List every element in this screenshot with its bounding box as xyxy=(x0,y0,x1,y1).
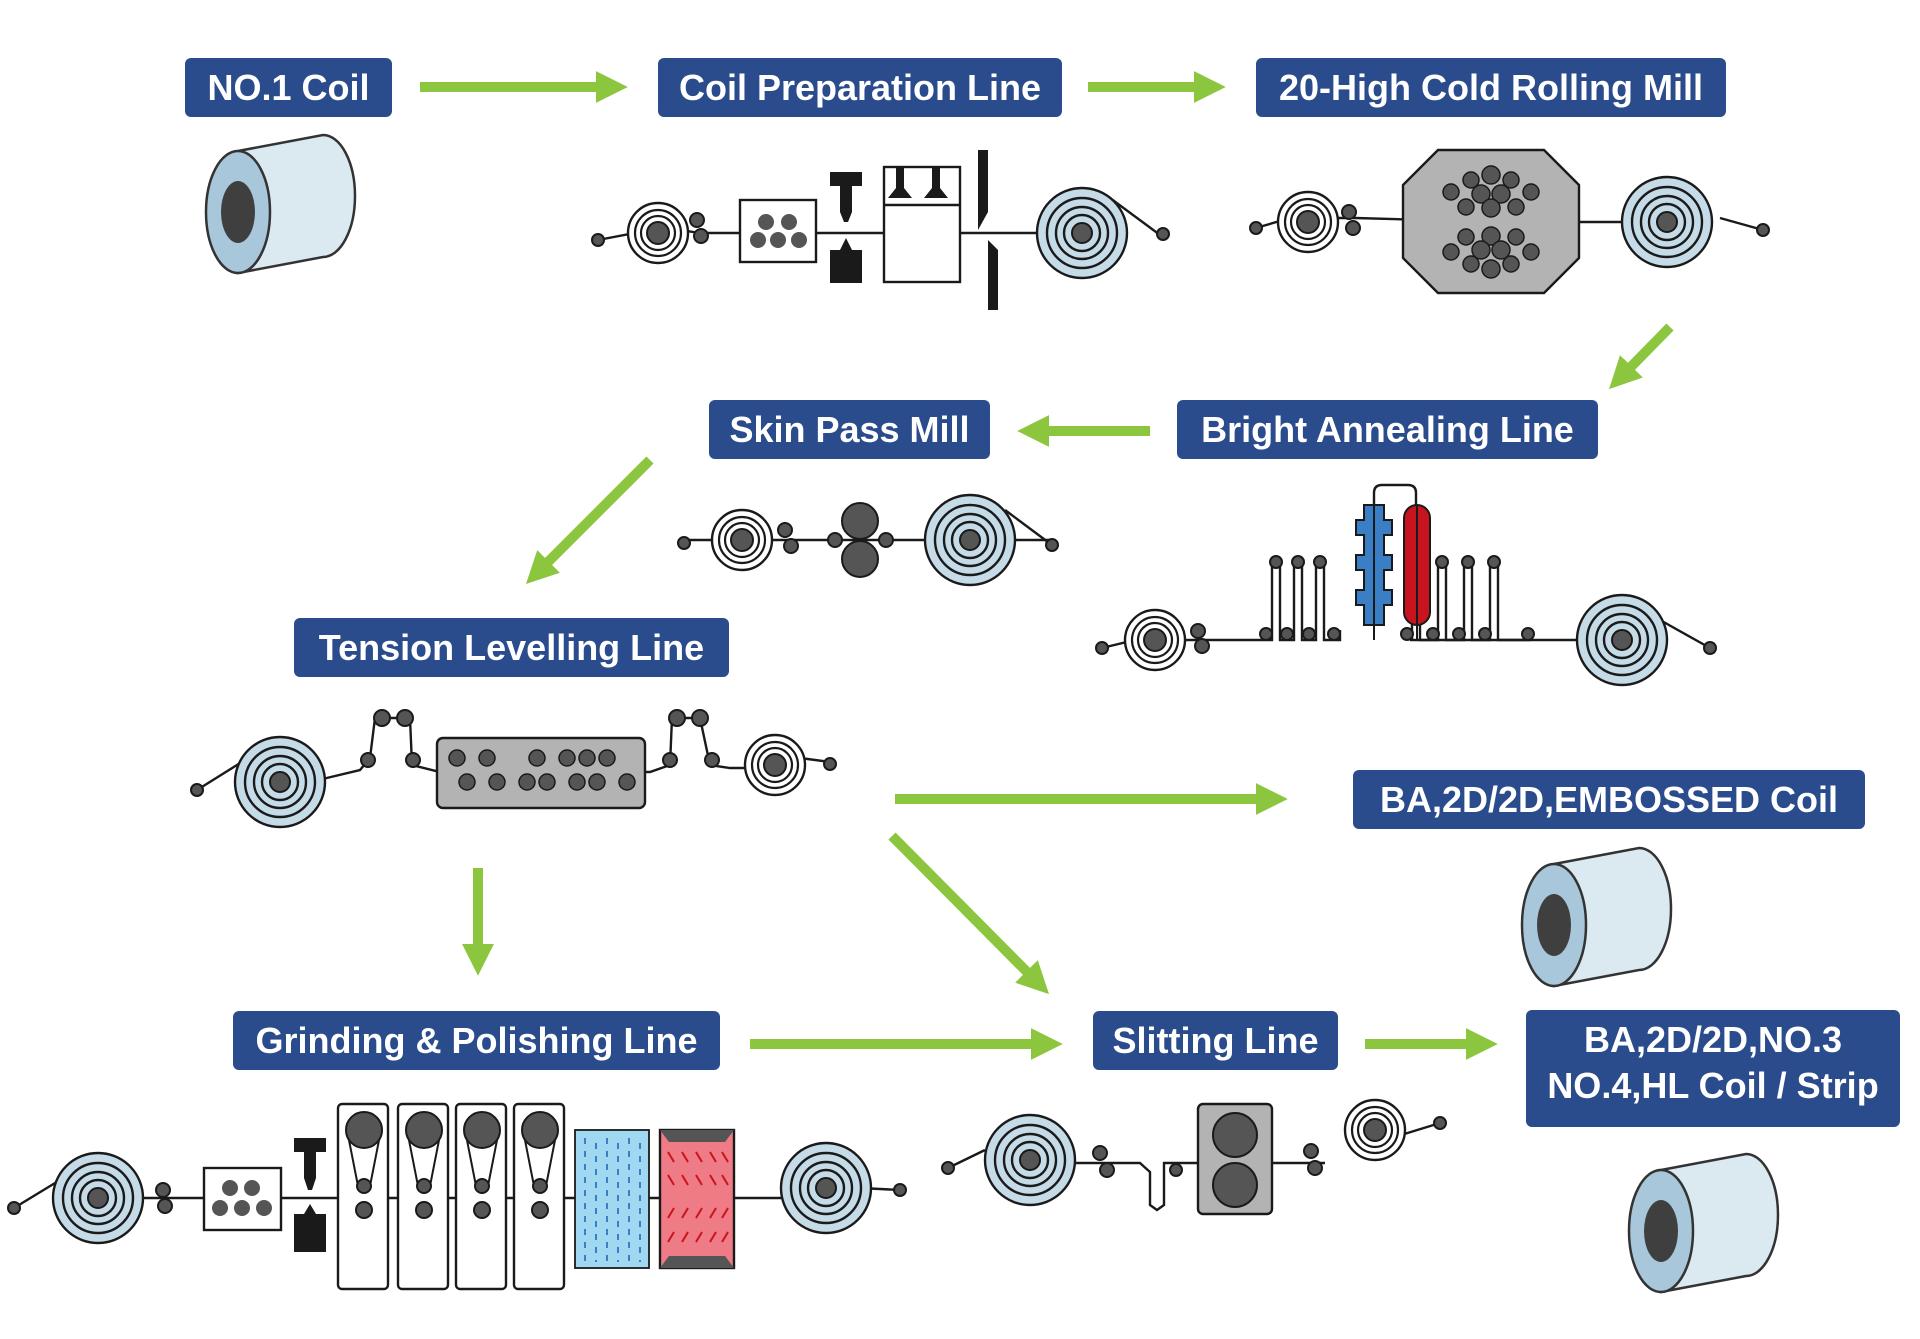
label-final-coil-strip: BA,2D/2D,NO.3 NO.4,HL Coil / Strip xyxy=(1526,1010,1900,1127)
label-text: Grinding & Polishing Line xyxy=(256,1020,698,1061)
process-line-icon xyxy=(941,1098,1447,1216)
label-grinding-polishing-line: Grinding & Polishing Line xyxy=(233,1011,720,1070)
process-line-icon xyxy=(1095,483,1717,687)
label-text: BA,2D/2D,EMBOSSED Coil xyxy=(1380,779,1838,820)
label-text: Bright Annealing Line xyxy=(1201,409,1574,450)
label-text: NO.4,HL Coil / Strip xyxy=(1547,1065,1878,1106)
label-text: Tension Levelling Line xyxy=(319,627,704,668)
process-line-icon xyxy=(591,150,1170,310)
label-text: Skin Pass Mill xyxy=(729,409,969,450)
label-bright-annealing-line: Bright Annealing Line xyxy=(1177,400,1598,459)
label-text: 20-High Cold Rolling Mill xyxy=(1279,67,1703,108)
arrow-icon xyxy=(1609,323,1674,390)
label-cold-rolling-mill: 20-High Cold Rolling Mill xyxy=(1256,58,1726,117)
process-line-icon xyxy=(1249,148,1770,295)
flow-arrows xyxy=(420,70,1674,1061)
label-ba-embossed-coil: BA,2D/2D,EMBOSSED Coil xyxy=(1353,770,1865,829)
process-line-icon xyxy=(190,709,837,829)
label-tension-levelling-line: Tension Levelling Line xyxy=(294,618,729,677)
label-text: NO.1 Coil xyxy=(207,67,369,108)
arrow-icon xyxy=(525,456,654,585)
process-line-icon xyxy=(7,1102,907,1291)
label-no1-coil: NO.1 Coil xyxy=(185,58,392,117)
label-text: BA,2D/2D,NO.3 xyxy=(1584,1019,1842,1060)
coil-icon xyxy=(1520,846,1673,988)
label-text: Coil Preparation Line xyxy=(679,67,1041,108)
process-line-icon xyxy=(677,493,1059,587)
coil-icon xyxy=(1627,1152,1780,1294)
label-skin-pass-mill: Skin Pass Mill xyxy=(709,400,990,459)
arrow-icon xyxy=(888,832,1050,995)
label-coil-preparation-line: Coil Preparation Line xyxy=(658,58,1062,117)
label-slitting-line: Slitting Line xyxy=(1093,1011,1338,1070)
coil-icon xyxy=(204,133,357,275)
label-text: Slitting Line xyxy=(1113,1020,1319,1061)
